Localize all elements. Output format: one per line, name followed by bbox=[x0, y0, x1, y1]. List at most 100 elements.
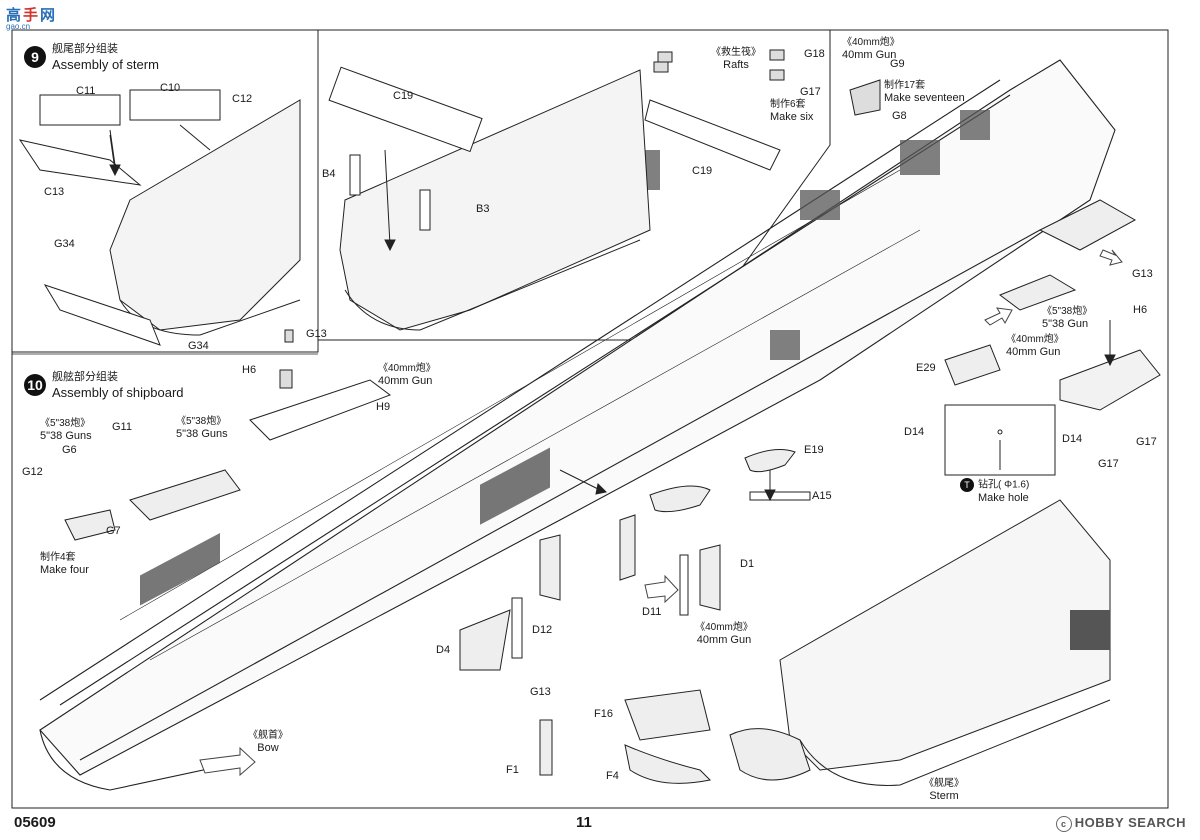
part-label-h6-a: H6 bbox=[242, 364, 257, 376]
step-9-title-cn: 舰尾部分组装 bbox=[52, 43, 118, 55]
part-label-d4: D4 bbox=[436, 644, 451, 656]
gun40-top-cn: 《40mm炮》 bbox=[842, 37, 900, 48]
part-label-g7: G7 bbox=[106, 525, 121, 537]
stern-callout: 《舰尾》 Sterm bbox=[924, 778, 964, 802]
stern-assembly-left bbox=[18, 89, 301, 346]
page-frame bbox=[11, 29, 1169, 809]
step-10-number: 10 bbox=[24, 374, 46, 396]
step-divider bbox=[12, 30, 831, 353]
part-label-d12: D12 bbox=[532, 624, 553, 636]
part-label-c10: C10 bbox=[160, 82, 181, 94]
gun40-bottom-en: 40mm Gun bbox=[696, 634, 752, 646]
step-9-number: 9 bbox=[24, 46, 46, 68]
direction-arrows bbox=[199, 249, 1123, 777]
part-label-g8: G8 bbox=[892, 110, 907, 122]
part-label-g18: G18 bbox=[804, 48, 825, 60]
part-label-c12: C12 bbox=[232, 93, 253, 105]
part-label-e29: E29 bbox=[916, 362, 936, 374]
part-label-g34-b: G34 bbox=[188, 340, 209, 352]
make-six-callout: 制作6套 Make six bbox=[770, 99, 813, 123]
gun538-right-cn: 《5"38炮》 bbox=[1042, 306, 1093, 317]
part-label-a15: A15 bbox=[812, 490, 832, 502]
part-label-c19-a: C19 bbox=[393, 90, 414, 102]
gun538-mid-en: 5"38 Guns bbox=[176, 428, 228, 440]
logo-char-2: 手 bbox=[23, 7, 39, 24]
part-label-h6-right: H6 bbox=[1133, 304, 1148, 316]
make-seventeen-en: Make seventeen bbox=[884, 92, 965, 104]
make-four-en: Make four bbox=[40, 564, 89, 576]
make-four-cn: 制作4套 bbox=[40, 552, 76, 563]
gun40-right-en: 40mm Gun bbox=[1006, 346, 1061, 358]
make-hole-cn: 钻孔( Φ1.6) bbox=[978, 479, 1030, 491]
gun538-callout-left: 《5"38炮》 5"38 Guns bbox=[40, 418, 92, 442]
gun538-right-en: 5"38 Gun bbox=[1042, 318, 1089, 330]
gun40-top-en: 40mm Gun bbox=[842, 49, 897, 61]
make-six-en: Make six bbox=[770, 111, 814, 123]
part-label-d14-b: D14 bbox=[1062, 433, 1083, 445]
make-seventeen-callout: 制作17套 Make seventeen bbox=[884, 80, 965, 104]
step-10-title-en: Assembly of shipboard bbox=[52, 385, 184, 400]
part-label-g13-a: G13 bbox=[306, 328, 327, 340]
part-label-f4: F4 bbox=[606, 770, 619, 782]
part-label-f16: F16 bbox=[594, 708, 613, 720]
gun40-callout-bottom: 《40mm炮》 40mm Gun bbox=[695, 622, 753, 646]
part-label-c19-b: C19 bbox=[692, 165, 713, 177]
drill-icon: T bbox=[960, 478, 974, 492]
part-label-h9: H9 bbox=[376, 401, 391, 413]
bow-cn: 《舰首》 bbox=[248, 730, 288, 741]
part-label-c11: C11 bbox=[76, 85, 96, 97]
logo-subtext: gao.cn bbox=[6, 22, 31, 31]
bow-en: Bow bbox=[257, 742, 279, 754]
make-four-callout: 制作4套 Make four bbox=[40, 552, 89, 576]
rafts-callout: 《救生筏》 Rafts bbox=[711, 47, 761, 71]
part-label-d14-a: D14 bbox=[904, 426, 925, 438]
part-label-b4: B4 bbox=[322, 168, 336, 180]
part-label-f1: F1 bbox=[506, 764, 519, 776]
part-label-g13-right: G13 bbox=[1132, 268, 1153, 280]
stern-cn: 《舰尾》 bbox=[924, 778, 964, 789]
step-9-header: 9 舰尾部分组装 Assembly of sterm bbox=[24, 42, 159, 72]
page-number: 11 bbox=[576, 814, 592, 831]
rafts-inset bbox=[644, 49, 881, 171]
part-label-g17-b: G17 bbox=[1136, 436, 1157, 448]
gun538-left-en: 5"38 Guns bbox=[40, 430, 92, 442]
stern-assembly-middle bbox=[328, 66, 651, 331]
part-label-g12: G12 bbox=[22, 466, 43, 478]
part-label-g9: G9 bbox=[890, 58, 905, 70]
part-label-e19: E19 bbox=[804, 444, 824, 456]
gun40-callout-right: 《40mm炮》 40mm Gun bbox=[1006, 334, 1064, 358]
part-label-g11: G11 bbox=[112, 421, 132, 433]
gun40-callout-left: 《40mm炮》 40mm Gun bbox=[378, 363, 436, 387]
gun538-mid-cn: 《5"38炮》 bbox=[176, 416, 227, 427]
stern-assembly-right bbox=[729, 499, 1111, 786]
step10-gun-platforms bbox=[64, 329, 392, 541]
part-label-g6: G6 bbox=[62, 444, 77, 456]
gun40-callout-top: 《40mm炮》 40mm Gun bbox=[842, 37, 900, 61]
part-label-g13-b: G13 bbox=[530, 686, 551, 698]
rafts-callout-cn: 《救生筏》 bbox=[711, 47, 761, 58]
gun538-callout-right: 《5"38炮》 5"38 Gun bbox=[1042, 306, 1092, 330]
bottom-components bbox=[459, 449, 811, 784]
gun40-right-cn: 《40mm炮》 bbox=[1006, 334, 1064, 345]
part-label-d11: D11 bbox=[642, 606, 662, 618]
stern-en: Sterm bbox=[929, 790, 959, 802]
site-logo: 高 手 网 gao.cn bbox=[6, 4, 55, 31]
part-label-g17-c: G17 bbox=[1098, 458, 1119, 470]
part-label-g34-a: G34 bbox=[54, 238, 75, 250]
bow-callout: 《舰首》 Bow bbox=[248, 730, 288, 754]
brand-text: HOBBY SEARCH bbox=[1074, 815, 1186, 831]
rafts-callout-en: Rafts bbox=[723, 59, 749, 71]
part-label-c13: C13 bbox=[44, 186, 65, 198]
part-label-b3: B3 bbox=[476, 203, 490, 215]
main-hull bbox=[39, 59, 1116, 791]
gun538-left-cn: 《5"38炮》 bbox=[40, 418, 91, 429]
part-label-d1: D1 bbox=[740, 558, 755, 570]
step-10-title-cn: 舰舷部分组装 bbox=[52, 371, 118, 383]
part-label-g17-a: G17 bbox=[800, 86, 821, 98]
copyright-icon: c bbox=[1055, 816, 1072, 832]
gun40-left-cn: 《40mm炮》 bbox=[378, 363, 436, 374]
product-code: 05609 bbox=[14, 814, 56, 831]
